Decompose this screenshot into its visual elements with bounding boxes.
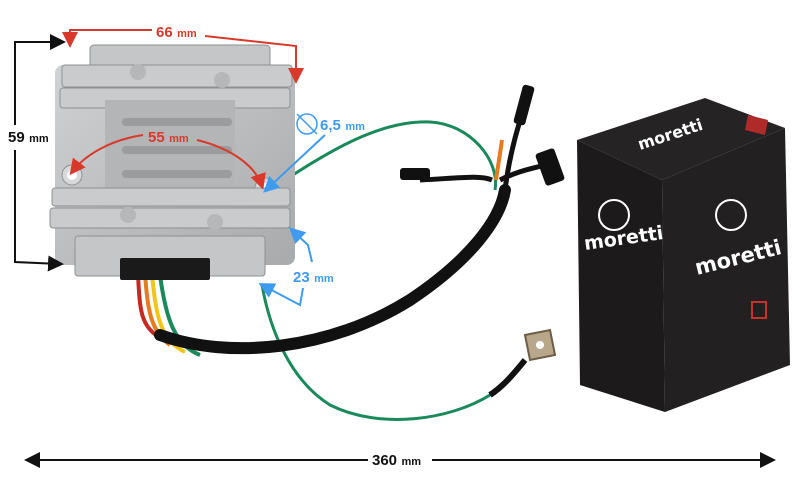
dimension-hole-spacing bbox=[69, 134, 266, 190]
product-box: moretti moretti moretti bbox=[577, 98, 790, 412]
hole-diameter-label: 6,5 mm bbox=[320, 117, 365, 134]
width-label: 66 mm bbox=[156, 24, 197, 41]
hole-spacing-label: 55 mm bbox=[148, 129, 189, 146]
dimension-depth bbox=[258, 227, 313, 307]
height-label: 59 mm bbox=[8, 129, 49, 146]
moretti-logo-icon bbox=[715, 199, 747, 231]
voltage-regulator bbox=[49, 44, 295, 280]
cable-length-label: 360 mm bbox=[372, 452, 421, 469]
dimension-hole-diameter bbox=[263, 113, 326, 193]
depth-label: 23 mm bbox=[293, 269, 334, 286]
quality-badge-icon bbox=[751, 301, 767, 319]
diameter-icon bbox=[296, 113, 318, 135]
moretti-logo-icon bbox=[598, 199, 630, 231]
dimension-width bbox=[62, 29, 304, 84]
wiring-harness bbox=[136, 84, 565, 421]
dimension-height bbox=[14, 34, 66, 272]
